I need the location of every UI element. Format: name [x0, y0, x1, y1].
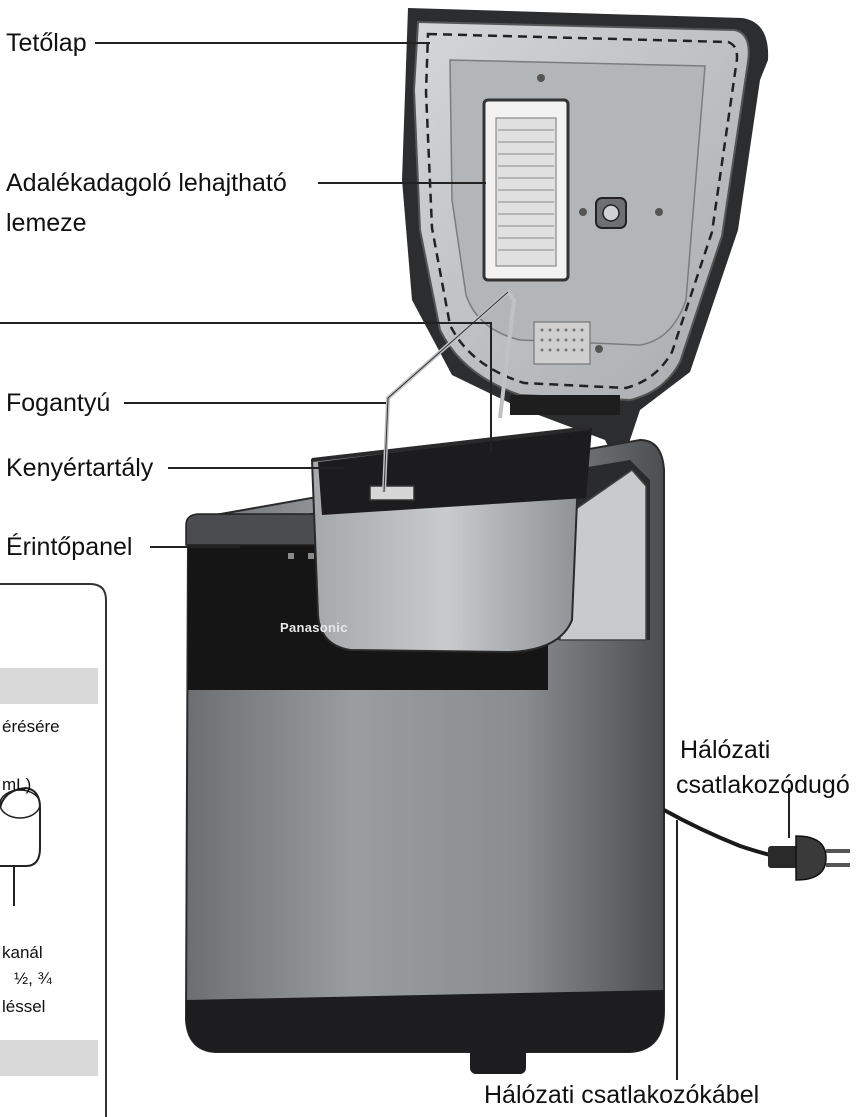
leader-power-cord	[676, 820, 678, 1080]
label-dispenser-plate-line1: Adalékadagoló lehajtható	[6, 169, 287, 197]
leader-bread-pan	[168, 467, 344, 469]
inset-text-2: mL)	[2, 775, 32, 794]
label-power-plug-line1: Hálózati	[680, 736, 771, 764]
leader-dispenser-plate	[318, 182, 486, 184]
label-bread-pan: Kenyértartály	[6, 454, 154, 482]
inset-box	[0, 583, 107, 1117]
leader-power-plug	[788, 788, 790, 838]
inset-text-3: kanál	[2, 943, 43, 962]
brand-logo: Panasonic	[280, 620, 348, 635]
dispenser-plate	[482, 98, 570, 282]
inset-text-4: ½, ¾	[14, 969, 52, 988]
label-power-cord: Hálózati csatlakozókábel	[484, 1081, 760, 1109]
label-power-plug-line2: csatlakozódugó	[676, 771, 850, 799]
label-touch-panel: Érintőpanel	[6, 533, 133, 561]
label-dispenser-plate-line2: lemeze	[6, 209, 87, 237]
inset-text-5: léssel	[2, 997, 46, 1016]
power-cord	[663, 808, 787, 860]
hinge	[510, 395, 620, 415]
inset-text-1: érésére	[2, 717, 60, 736]
leader-handle	[124, 402, 386, 404]
leader-touch-panel	[150, 546, 240, 548]
power-plug	[768, 835, 850, 881]
leader-pan-top	[0, 322, 492, 324]
label-handle: Fogantyú	[6, 389, 111, 417]
leader-lid	[95, 42, 430, 44]
bread-pan	[310, 426, 592, 654]
latch-hook	[537, 74, 663, 353]
steam-vent	[533, 321, 591, 365]
leader-pan-top-vertical	[490, 322, 492, 452]
label-lid: Tetőlap	[6, 29, 87, 57]
